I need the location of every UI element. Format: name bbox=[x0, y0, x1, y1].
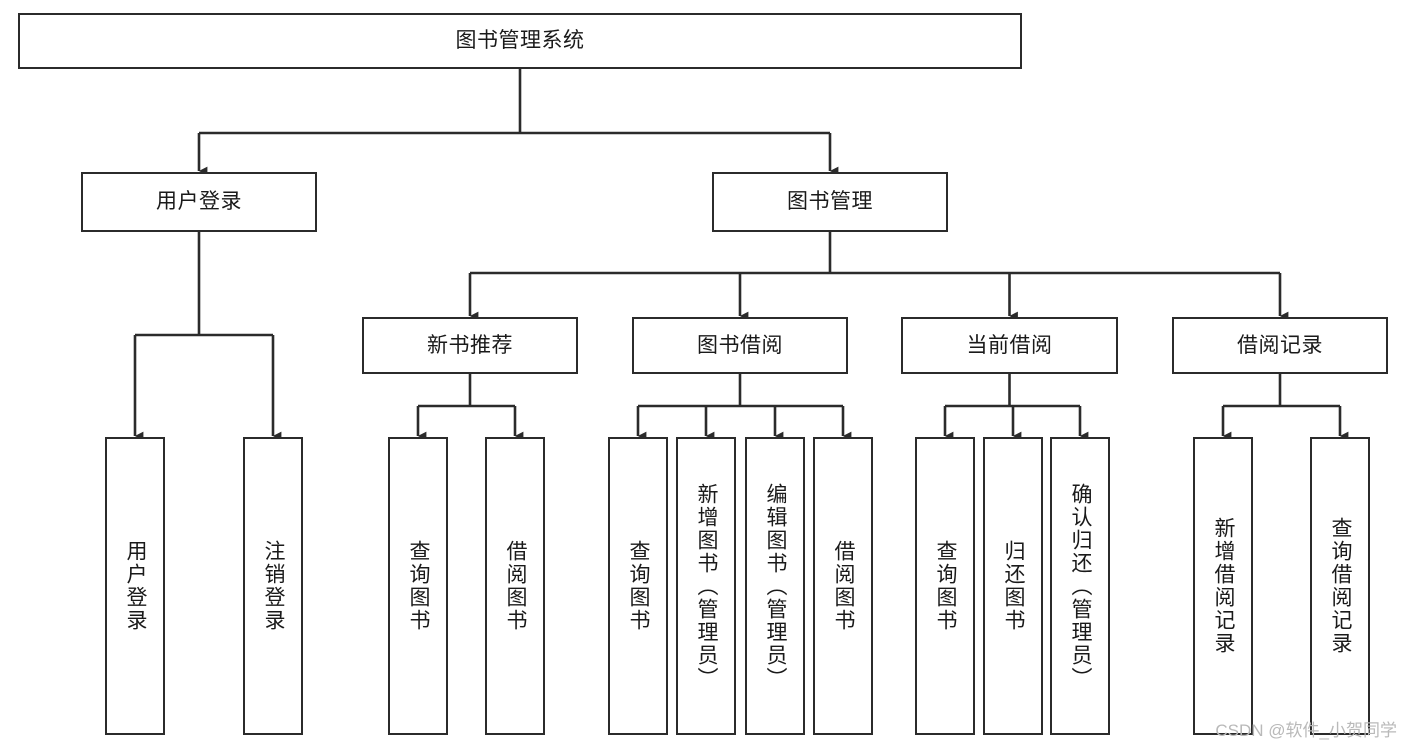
node-leaf-query-book-3[interactable]: 查询图书 bbox=[915, 437, 975, 735]
node-label-new-book-recommend: 新书推荐 bbox=[427, 333, 513, 357]
node-leaf-edit-book[interactable]: 编辑图书（管理员） bbox=[745, 437, 805, 735]
node-book-borrow[interactable]: 图书借阅 bbox=[632, 317, 848, 374]
node-user-login[interactable]: 用户登录 bbox=[81, 172, 317, 232]
node-label-leaf-edit-book: 编辑图书（管理员） bbox=[764, 482, 788, 690]
node-book-manage[interactable]: 图书管理 bbox=[712, 172, 948, 232]
node-current-borrow[interactable]: 当前借阅 bbox=[901, 317, 1118, 374]
node-leaf-query-book-1[interactable]: 查询图书 bbox=[388, 437, 448, 735]
node-label-book-manage: 图书管理 bbox=[787, 190, 873, 214]
node-borrow-record[interactable]: 借阅记录 bbox=[1172, 317, 1388, 374]
node-label-leaf-query-book-3: 查询图书 bbox=[934, 540, 958, 632]
node-label-leaf-user-login: 用户登录 bbox=[124, 540, 148, 632]
node-label-leaf-borrow-book-1: 借阅图书 bbox=[504, 540, 528, 632]
node-leaf-borrow-book-2[interactable]: 借阅图书 bbox=[813, 437, 873, 735]
node-leaf-borrow-book-1[interactable]: 借阅图书 bbox=[485, 437, 545, 735]
node-label-root: 图书管理系统 bbox=[455, 29, 585, 53]
node-root[interactable]: 图书管理系统 bbox=[18, 13, 1022, 69]
node-leaf-query-borrow-record[interactable]: 查询借阅记录 bbox=[1310, 437, 1370, 735]
node-leaf-user-login[interactable]: 用户登录 bbox=[105, 437, 165, 735]
node-label-leaf-borrow-book-2: 借阅图书 bbox=[832, 540, 856, 632]
node-leaf-return-book[interactable]: 归还图书 bbox=[983, 437, 1043, 735]
node-leaf-add-book[interactable]: 新增图书（管理员） bbox=[676, 437, 736, 735]
node-leaf-logout-login[interactable]: 注销登录 bbox=[243, 437, 303, 735]
node-leaf-add-borrow-record[interactable]: 新增借阅记录 bbox=[1193, 437, 1253, 735]
node-label-leaf-add-borrow-record: 新增借阅记录 bbox=[1212, 517, 1236, 655]
node-new-book-recommend[interactable]: 新书推荐 bbox=[362, 317, 578, 374]
node-label-book-borrow: 图书借阅 bbox=[697, 333, 783, 357]
node-label-leaf-query-borrow-record: 查询借阅记录 bbox=[1329, 517, 1353, 655]
node-leaf-confirm-return[interactable]: 确认归还（管理员） bbox=[1050, 437, 1110, 735]
node-label-leaf-query-book-1: 查询图书 bbox=[407, 540, 431, 632]
node-label-leaf-return-book: 归还图书 bbox=[1002, 540, 1026, 632]
node-label-current-borrow: 当前借阅 bbox=[966, 333, 1053, 357]
node-label-borrow-record: 借阅记录 bbox=[1237, 333, 1323, 357]
node-label-leaf-confirm-return: 确认归还（管理员） bbox=[1069, 482, 1093, 690]
node-leaf-query-book-2[interactable]: 查询图书 bbox=[608, 437, 668, 735]
node-label-leaf-query-book-2: 查询图书 bbox=[627, 540, 651, 632]
node-label-leaf-logout-login: 注销登录 bbox=[262, 540, 286, 632]
node-label-user-login: 用户登录 bbox=[156, 190, 242, 214]
node-label-leaf-add-book: 新增图书（管理员） bbox=[695, 482, 719, 690]
